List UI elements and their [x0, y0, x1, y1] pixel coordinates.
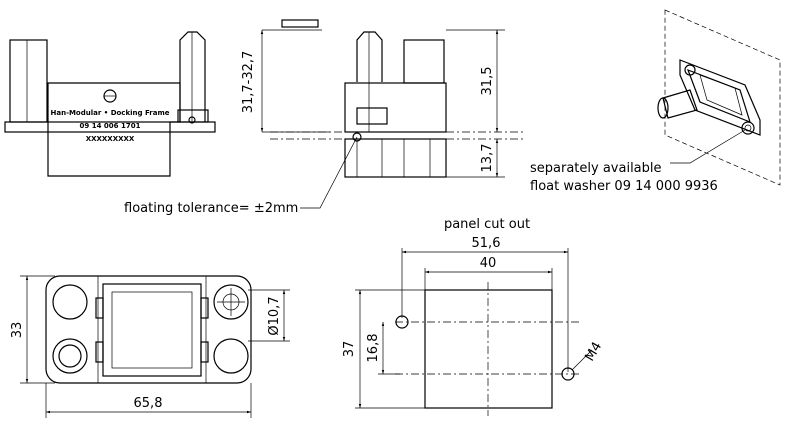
side-view: 31,7-32,7 31,5 13,7 floating tolerance= …	[124, 19, 525, 216]
top-view: 33 Ø10,7 65,8	[10, 275, 290, 418]
floating-tolerance-note: floating tolerance= ±2mm	[124, 201, 298, 216]
front-view: Han-Modular • Docking Frame 09 14 006 17…	[4, 31, 216, 177]
dim-cutout-height: 37	[342, 341, 357, 358]
panel-cutout-view: panel cut out 51,6 40 37 16,8 M4	[342, 217, 605, 416]
front-label-code: XXXXXXXXX	[86, 135, 135, 143]
isometric-view: separately available float washer 09 14 …	[530, 9, 781, 194]
dim-thread: M4	[582, 340, 605, 364]
dim-hole-diameter: Ø10,7	[267, 296, 282, 335]
panel-cutout-title: panel cut out	[444, 217, 530, 232]
dim-height-upper: 31,5	[480, 67, 495, 96]
dim-cutout-offset: 16,8	[366, 334, 381, 363]
dim-width-total: 65,8	[134, 396, 163, 411]
dim-height-lower: 13,7	[480, 144, 495, 173]
dim-cutout-outer: 51,6	[472, 236, 501, 251]
washer-note-line2: float washer 09 14 000 9936	[530, 179, 718, 194]
dim-height-range: 31,7-32,7	[241, 51, 256, 114]
washer-note-line1: separately available	[530, 161, 662, 176]
dim-height-total: 33	[10, 322, 25, 339]
front-label-title: Han-Modular • Docking Frame	[51, 109, 170, 117]
dim-cutout-inner: 40	[480, 256, 497, 271]
front-label-part-number: 09 14 006 1701	[80, 122, 141, 130]
